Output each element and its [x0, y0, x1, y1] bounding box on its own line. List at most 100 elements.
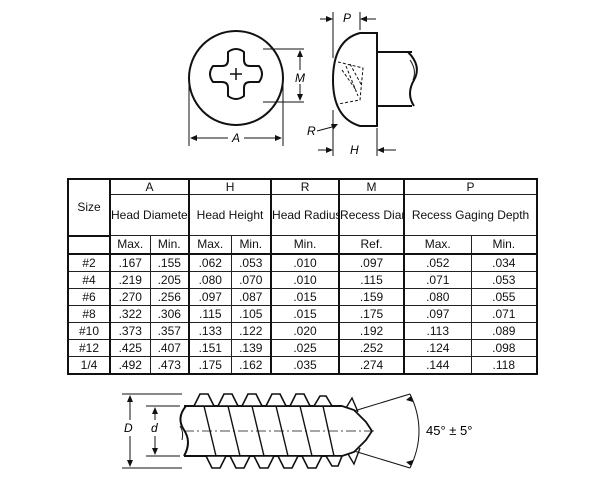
value-cell: .155 [149, 253, 190, 272]
value-cell: .219 [109, 270, 151, 289]
sub-header: Min. [149, 235, 190, 255]
value-cell: .052 [403, 253, 472, 272]
value-cell: .105 [230, 304, 272, 323]
value-cell: .159 [338, 287, 405, 306]
point-angle-label: 45° ± 5° [426, 423, 472, 438]
value-cell: .144 [403, 355, 472, 374]
dimension-label-p: P [343, 11, 351, 25]
value-cell: .357 [149, 321, 190, 340]
desc-header-head-diameter: Head Diameter [108, 194, 190, 236]
value-cell: .097 [188, 287, 232, 306]
value-cell: .053 [230, 253, 272, 272]
value-cell: .015 [270, 304, 340, 323]
head-front-circle [188, 30, 284, 126]
value-cell: .071 [403, 270, 472, 289]
value-cell: .252 [338, 338, 405, 357]
value-cell: .010 [270, 253, 340, 272]
sub-header-blank [67, 235, 111, 255]
value-cell: .270 [109, 287, 151, 306]
size-cell: #4 [67, 270, 111, 289]
size-cell: #6 [67, 287, 111, 306]
table-row: #12 .425 .407 .151 .139 .025 .252 .124 .… [67, 338, 538, 357]
desc-header-head-height: Head Height [188, 194, 272, 236]
value-cell: .098 [470, 338, 538, 357]
table-row: #10 .373 .357 .133 .122 .020 .192 .113 .… [67, 321, 538, 340]
size-cell: #12 [67, 338, 111, 357]
size-cell: #8 [67, 304, 111, 323]
dimension-label-h: H [350, 143, 359, 157]
value-cell: .322 [109, 304, 151, 323]
value-cell: .062 [188, 253, 232, 272]
thread-crests [192, 393, 344, 469]
value-cell: .071 [470, 304, 538, 323]
sub-header: Ref. [338, 235, 405, 255]
value-cell: .035 [270, 355, 340, 374]
value-cell: .256 [149, 287, 190, 306]
sub-header: Min. [470, 235, 538, 255]
size-cell: 1/4 [67, 355, 111, 374]
value-cell: .175 [188, 355, 232, 374]
sub-header: Min. [270, 235, 340, 255]
desc-header-recess-diameter: Recess Diameter [338, 194, 405, 236]
value-cell: .080 [188, 270, 232, 289]
value-cell: .115 [188, 304, 232, 323]
value-cell: .053 [470, 270, 538, 289]
value-cell: .122 [230, 321, 272, 340]
value-cell: .020 [270, 321, 340, 340]
group-header-p: P [403, 178, 538, 195]
sub-header: Max. [109, 235, 151, 255]
table-row: #4 .219 .205 .080 .070 .010 .115 .071 .0… [67, 270, 538, 289]
value-cell: .113 [403, 321, 472, 340]
value-cell: .425 [109, 338, 151, 357]
value-cell: .175 [338, 304, 405, 323]
value-cell: .080 [403, 287, 472, 306]
value-cell: .162 [230, 355, 272, 374]
group-header-r: R [270, 178, 340, 195]
value-cell: .274 [338, 355, 405, 374]
value-cell: .407 [149, 338, 190, 357]
value-cell: .025 [270, 338, 340, 357]
table-row: #6 .270 .256 .097 .087 .015 .159 .080 .0… [67, 287, 538, 306]
group-header-m: M [338, 178, 405, 195]
value-cell: .492 [109, 355, 151, 374]
value-cell: .089 [470, 321, 538, 340]
group-header-a: A [108, 178, 190, 195]
value-cell: .192 [338, 321, 405, 340]
value-cell: .034 [470, 253, 538, 272]
table-row: 1/4 .492 .473 .175 .162 .035 .274 .144 .… [67, 355, 538, 374]
value-cell: .151 [188, 338, 232, 357]
value-cell: .070 [230, 270, 272, 289]
value-cell: .124 [403, 338, 472, 357]
dimension-label-r: R [307, 124, 316, 138]
value-cell: .015 [270, 287, 340, 306]
value-cell: .097 [403, 304, 472, 323]
value-cell: .205 [149, 270, 190, 289]
value-cell: .118 [470, 355, 538, 374]
desc-header-head-radius: Head Radius [270, 194, 340, 236]
table-row: #2 .167 .155 .062 .053 .010 .097 .052 .0… [67, 253, 538, 272]
group-header-h: H [188, 178, 272, 195]
dimension-label-m: M [295, 71, 305, 85]
sub-header: Max. [188, 235, 232, 255]
value-cell: .139 [230, 338, 272, 357]
value-cell: .087 [230, 287, 272, 306]
size-header: Size [67, 178, 111, 237]
desc-header-recess-gaging-depth: Recess Gaging Depth [403, 194, 538, 236]
head-side-profile [331, 32, 378, 127]
size-cell: #10 [67, 321, 111, 340]
value-cell: .133 [188, 321, 232, 340]
value-cell: .055 [470, 287, 538, 306]
value-cell: .115 [338, 270, 405, 289]
value-cell: .473 [149, 355, 190, 374]
screw-thread-drawing: D d 45° ± 5° [122, 393, 472, 469]
dimension-label-a: A [231, 131, 240, 145]
sub-header: Min. [230, 235, 272, 255]
dimension-label-major-diameter: D [124, 421, 133, 435]
value-cell: .373 [109, 321, 151, 340]
sub-header: Max. [403, 235, 472, 255]
screw-head-drawing: M A P R H [188, 11, 418, 157]
value-cell: .010 [270, 270, 340, 289]
screw-dimensions-table: Size A H R M P Head Diameter Head Height… [67, 178, 539, 375]
size-cell: #2 [67, 253, 111, 272]
dimension-label-minor-diameter: d [151, 421, 158, 435]
